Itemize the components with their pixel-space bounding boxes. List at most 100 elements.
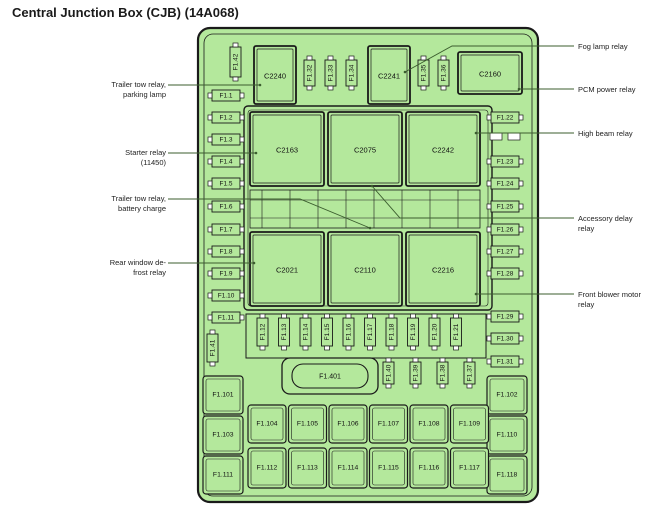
- fuse-terminal: [486, 313, 492, 320]
- maxi-fuse-label: F1.112: [257, 465, 278, 472]
- fuse-terminal: [324, 345, 330, 351]
- leader-dot: [254, 151, 258, 155]
- fuse-label: F1.2: [219, 114, 232, 121]
- fuse-label: F1.13: [281, 323, 288, 340]
- fuse-terminal: [486, 114, 492, 121]
- callout-leaders: [168, 45, 574, 296]
- fuse-terminal: [410, 313, 416, 319]
- maxi-fuse-F1.108: [409, 404, 449, 444]
- maxi-fuse-inner: [331, 407, 365, 441]
- maxi-fuse-inner: [489, 418, 525, 452]
- fuse-label: F1.26: [497, 226, 514, 233]
- maxi-fuse-F1.101: [202, 375, 244, 415]
- relay-C2241: [367, 45, 411, 105]
- fuse-label: F1.17: [367, 323, 374, 340]
- fuse-label: F1.401: [319, 374, 341, 381]
- fuse-terminal: [486, 203, 492, 210]
- relay-inner: [408, 234, 478, 304]
- maxi-fuse-F1.105: [287, 404, 328, 444]
- relay-label: C2241: [378, 72, 400, 81]
- relay-C2075: [327, 111, 403, 187]
- fuse-label: F1.24: [497, 180, 514, 187]
- fuse-terminal: [385, 383, 392, 389]
- relay-inner: [252, 234, 322, 304]
- callout-trailer-tow-parking: Trailer tow relay,parking lamp: [111, 80, 166, 99]
- fuse-terminal: [207, 158, 213, 165]
- fuse-label: F1.28: [497, 270, 514, 277]
- fuse-terminal: [239, 248, 245, 255]
- fuse-terminal: [239, 158, 245, 165]
- fuse-terminal: [518, 158, 524, 165]
- maxi-fuse-F1.117: [449, 447, 490, 489]
- fuse-label: F1.34: [348, 64, 355, 81]
- relay-C2216: [405, 231, 481, 307]
- fuse-terminal: [207, 292, 213, 299]
- relay-label: C2110: [354, 266, 376, 275]
- fuse-terminal: [420, 85, 427, 91]
- maxi-fuse-label: F1.102: [496, 392, 517, 399]
- fuse-label: F1.20: [431, 323, 438, 340]
- maxi-fuse-label: F1.118: [497, 472, 518, 479]
- fuse-terminal: [327, 55, 334, 61]
- fuse-label: F1.8: [219, 248, 232, 255]
- maxi-fuse-inner: [453, 407, 486, 441]
- fuse-terminal: [207, 92, 213, 99]
- fuse-label: F1.33: [327, 64, 334, 81]
- fuse-label: F1.41: [209, 339, 216, 356]
- fuse-terminal: [486, 335, 492, 342]
- page-title: Central Junction Box (CJB) (14A068): [12, 5, 239, 20]
- fuse-terminal: [239, 314, 245, 321]
- maxi-fuse-label: F1.106: [337, 421, 358, 428]
- callout-high-beam-relay: High beam relay: [578, 129, 633, 138]
- fuse-label: F1.27: [497, 248, 514, 255]
- maxi-fuse-F1.116: [409, 447, 449, 489]
- fuse-terminal: [367, 345, 373, 351]
- maxi-fuse-F1.115: [368, 447, 409, 489]
- fuse-terminal: [306, 55, 313, 61]
- fuse-terminal: [239, 180, 245, 187]
- leader-trailer-tow-battery: [168, 198, 371, 229]
- lattice: [249, 189, 481, 229]
- leader-dot: [474, 131, 478, 135]
- fuse-terminal: [518, 270, 524, 277]
- fuse-terminal: [281, 345, 287, 351]
- fuse-terminal: [209, 329, 216, 335]
- fuse-terminal: [239, 92, 245, 99]
- fuse-terminal: [324, 313, 330, 319]
- maxi-fuse-F1.109: [449, 404, 490, 444]
- fuse-terminal: [232, 76, 239, 82]
- relay-label: C2163: [276, 146, 298, 155]
- fuse-label: F1.42: [232, 53, 239, 70]
- relay-C2242: [405, 111, 481, 187]
- leader-dot: [258, 83, 262, 87]
- maxi-fuse-label: F1.110: [497, 432, 518, 439]
- terminal-pad: [489, 132, 503, 141]
- maxi-fuse-label: F1.107: [378, 421, 399, 428]
- fuse-terminal: [348, 85, 355, 91]
- leader-fog-lamp-relay: [404, 45, 574, 73]
- fuse-terminal: [259, 345, 266, 351]
- fuse-terminal: [207, 226, 213, 233]
- fuse-label: F1.38: [439, 364, 446, 381]
- maxi-fuse-inner: [453, 450, 486, 486]
- fuse-terminal: [239, 226, 245, 233]
- callout-starter-relay: Starter relay(11450): [125, 148, 166, 167]
- relay-C2021: [249, 231, 325, 307]
- maxi-fuse-F1.107: [368, 404, 409, 444]
- maxi-fuse-label: F1.116: [419, 465, 440, 472]
- relay-label: C2216: [432, 266, 454, 275]
- fuse-terminal: [486, 158, 492, 165]
- fuse-label: F1.23: [497, 158, 514, 165]
- fuse-label: F1.31: [497, 358, 514, 365]
- maxi-fuse-inner: [331, 450, 365, 486]
- leader-accessory-delay-relay: [371, 185, 574, 219]
- fuse-label: F1.30: [497, 335, 514, 342]
- fuse-terminal: [302, 345, 309, 351]
- relay-label: C2240: [264, 72, 286, 81]
- maxi-fuse-label: F1.115: [378, 465, 399, 472]
- maxi-fuse-F1.106: [328, 404, 368, 444]
- fuse-label: F1.19: [410, 323, 417, 340]
- maxi-fuse-inner: [205, 378, 241, 412]
